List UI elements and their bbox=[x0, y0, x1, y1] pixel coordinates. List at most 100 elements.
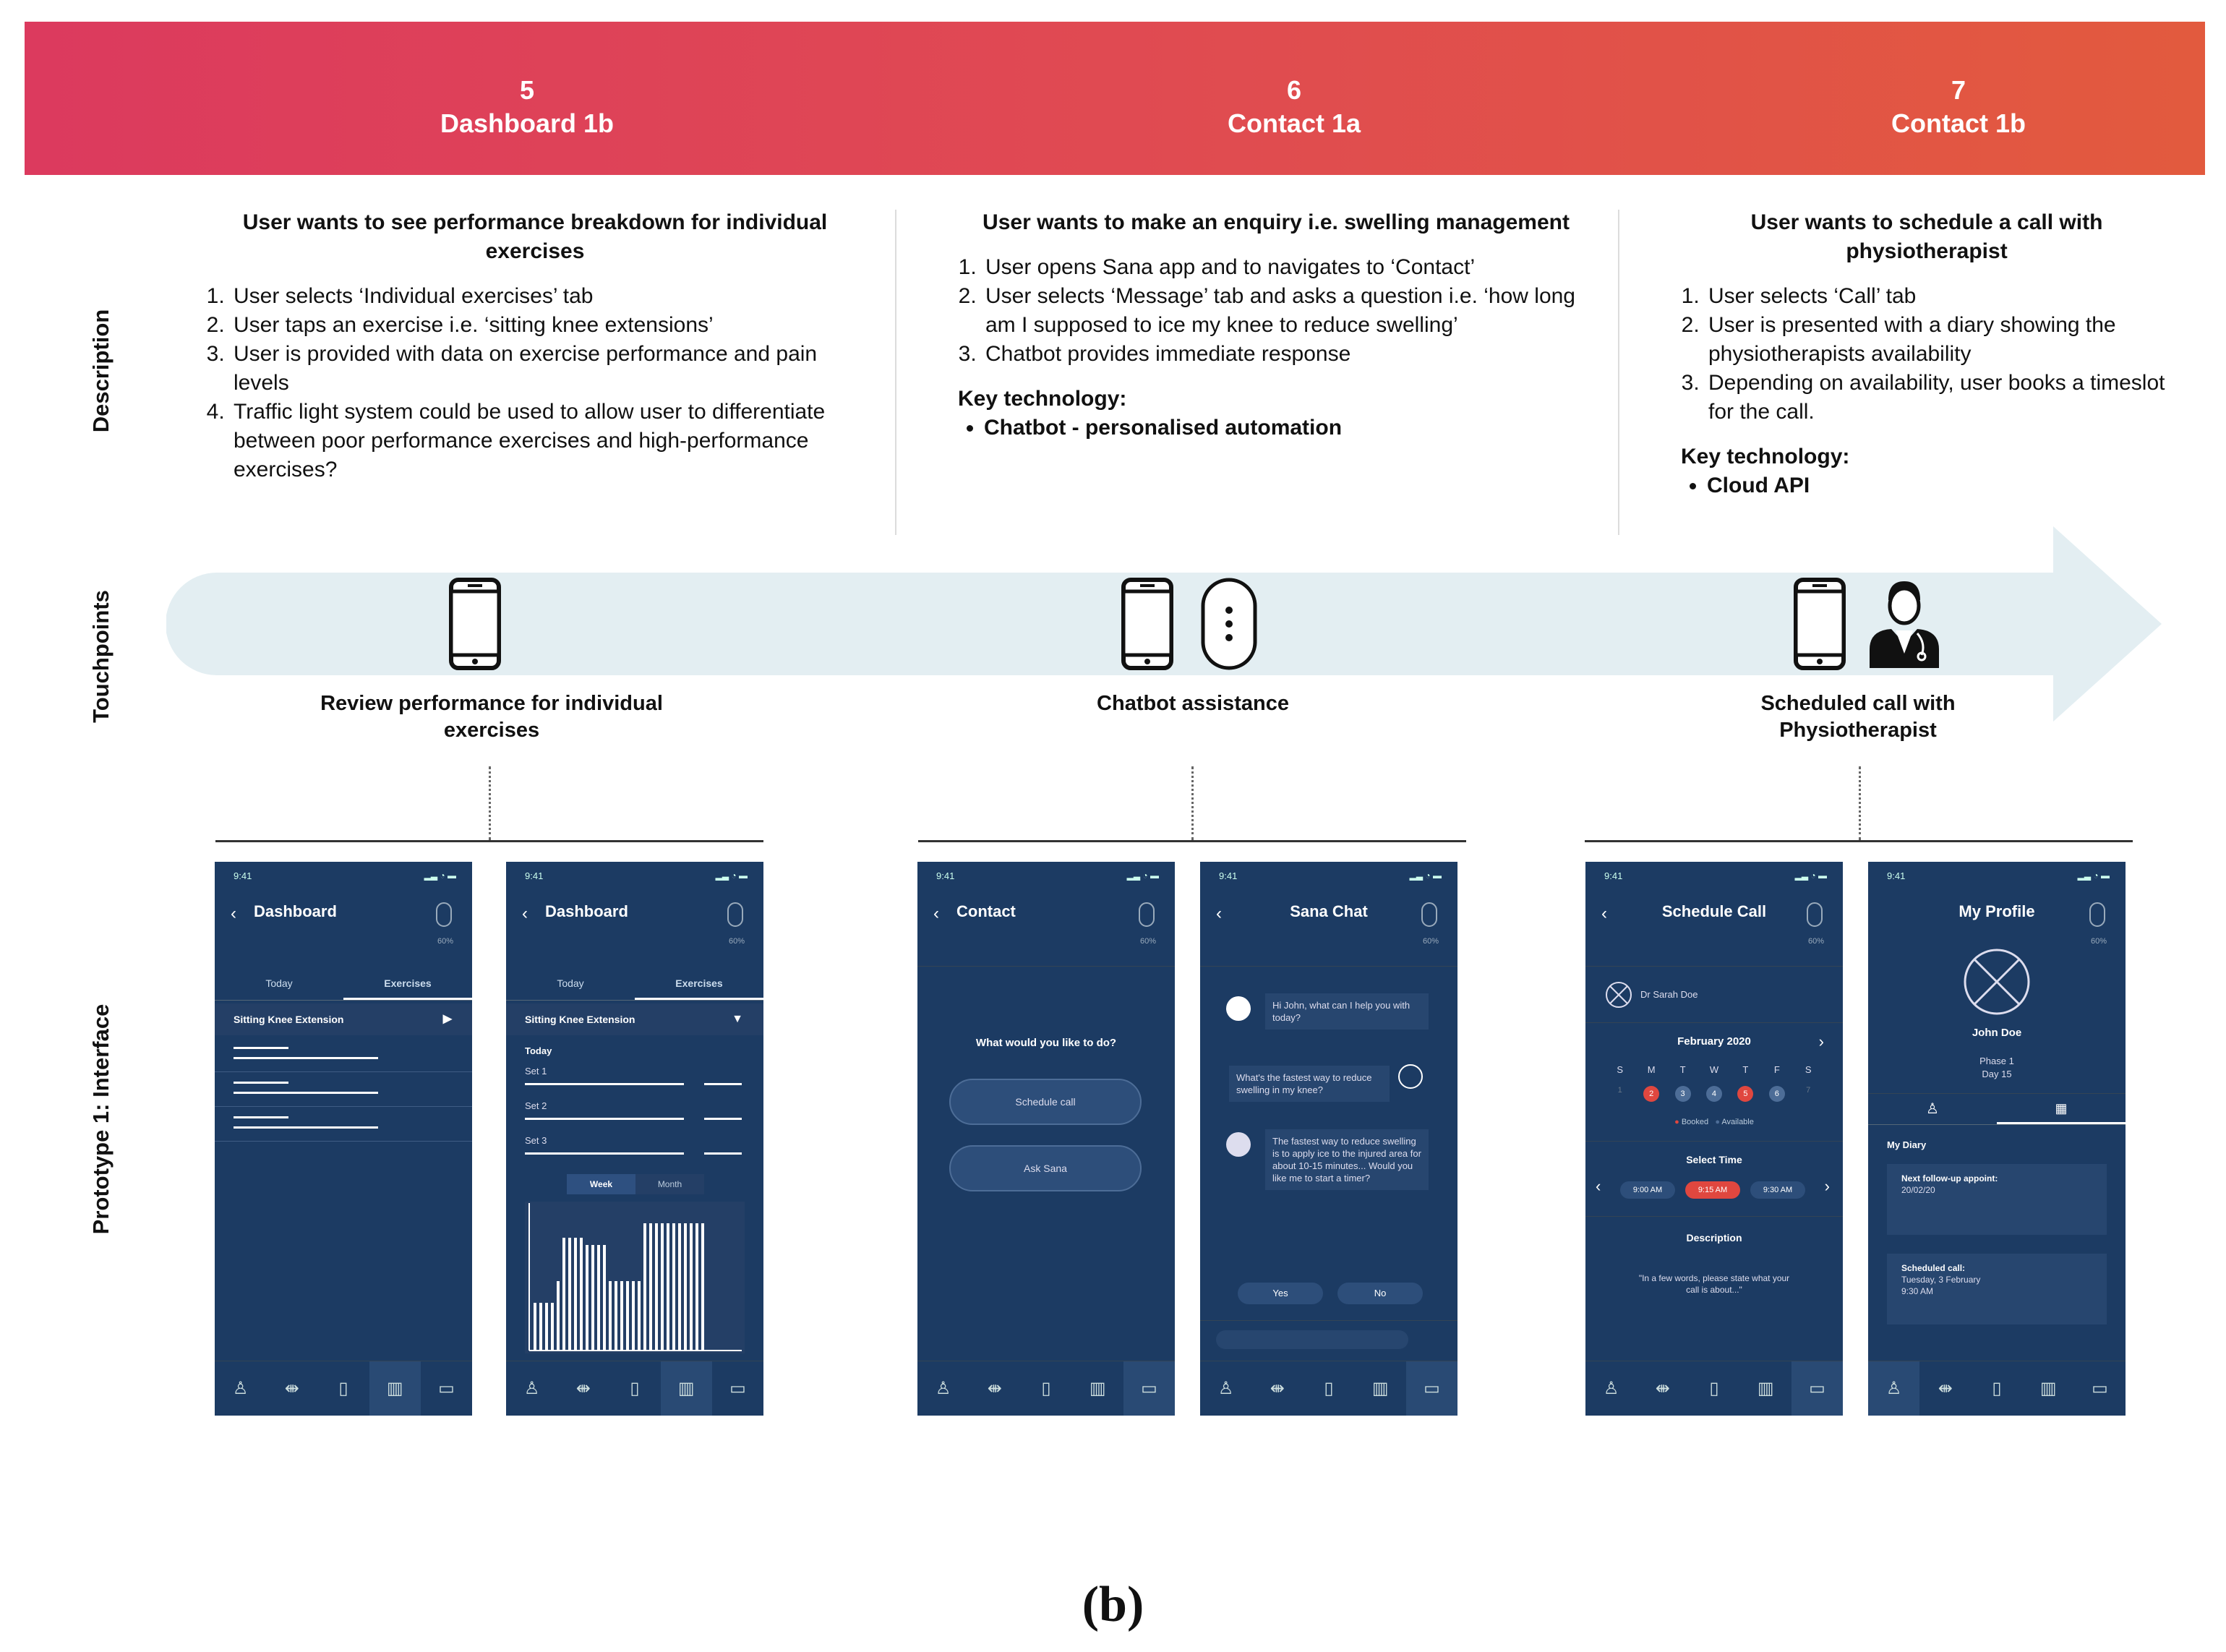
column-number: 5 bbox=[519, 75, 535, 105]
chat-icon[interactable]: ▭ bbox=[1123, 1361, 1175, 1416]
diary-label: My Diary bbox=[1887, 1139, 1927, 1150]
tab-exercises[interactable]: Exercises bbox=[343, 967, 472, 1000]
calendar-day-available[interactable]: 6 bbox=[1768, 1086, 1785, 1102]
connector-line bbox=[489, 766, 491, 840]
device-icon[interactable]: ▯ bbox=[1324, 1379, 1334, 1398]
description-dashboard-1b: User wants to see performance breakdown … bbox=[206, 208, 864, 484]
exercise-icon[interactable]: ⇼ bbox=[575, 1379, 591, 1398]
profile-icon[interactable]: ♙ bbox=[1217, 1379, 1234, 1398]
chat-message-user: What's the fastest way to reduce swellin… bbox=[1229, 1066, 1390, 1102]
person-tab-icon[interactable]: ♙ bbox=[1926, 1101, 1939, 1117]
toggle-month[interactable]: Month bbox=[657, 1179, 682, 1189]
status-time: 9:41 bbox=[234, 870, 252, 881]
chat-icon[interactable]: ▭ bbox=[729, 1379, 746, 1398]
calendar-tab-icon[interactable]: ▦ bbox=[1997, 1094, 2126, 1124]
phone-dashboard-detail: 9:41 ▂▃ ◔ ▬ ‹ Dashboard 60% Today Exerci… bbox=[506, 862, 763, 1416]
time-slot-selected[interactable]: 9:15 AM bbox=[1685, 1181, 1740, 1199]
chat-icon[interactable]: ▭ bbox=[2092, 1379, 2108, 1398]
tab-exercises[interactable]: Exercises bbox=[635, 967, 763, 1000]
next-time-icon[interactable]: › bbox=[1824, 1177, 1830, 1195]
device-icon[interactable]: ▯ bbox=[630, 1379, 640, 1398]
range-toggle: Week Month bbox=[567, 1174, 704, 1194]
next-month-icon[interactable]: › bbox=[1818, 1032, 1824, 1050]
list-line bbox=[234, 1082, 288, 1084]
exercise-icon[interactable]: ⇼ bbox=[987, 1379, 1002, 1398]
divider bbox=[215, 1106, 472, 1107]
calendar-day-booked[interactable]: 2 bbox=[1643, 1086, 1660, 1102]
back-icon[interactable]: ‹ bbox=[231, 904, 236, 923]
back-icon[interactable]: ‹ bbox=[933, 904, 939, 923]
profile-icon[interactable]: ♙ bbox=[935, 1379, 951, 1398]
profile-icon[interactable]: ♙ bbox=[232, 1379, 249, 1398]
scheduled-call-card[interactable]: Scheduled call: Tuesday, 3 February 9:30… bbox=[1887, 1254, 2107, 1324]
calendar-day[interactable]: 7 bbox=[1806, 1086, 1811, 1095]
column-number: 7 bbox=[1951, 75, 1966, 105]
exercise-selector[interactable]: Sitting Knee Extension ▼ bbox=[506, 1003, 763, 1035]
stats-icon[interactable]: ▥ bbox=[2039, 1379, 2057, 1398]
description-contact-1b: User wants to schedule a call with physi… bbox=[1681, 208, 2173, 500]
status-time: 9:41 bbox=[1604, 870, 1623, 881]
chat-icon[interactable]: ▭ bbox=[1405, 1361, 1457, 1416]
divider bbox=[215, 1071, 472, 1072]
back-icon[interactable]: ‹ bbox=[1601, 904, 1607, 923]
previous-time-icon[interactable]: ‹ bbox=[1596, 1177, 1601, 1195]
column-title: Contact 1a bbox=[1227, 108, 1361, 138]
key-technology-item: Cloud API bbox=[1707, 471, 2173, 500]
calendar-day-available[interactable]: 4 bbox=[1705, 1086, 1722, 1102]
exercise-icon[interactable]: ⇼ bbox=[1938, 1379, 1953, 1398]
stats-icon[interactable]: ▥ bbox=[1757, 1379, 1774, 1398]
exercise-icon[interactable]: ⇼ bbox=[284, 1379, 299, 1398]
device-icon[interactable]: ▯ bbox=[1041, 1379, 1051, 1398]
back-icon[interactable]: ‹ bbox=[522, 904, 528, 923]
device-icon[interactable]: ▯ bbox=[338, 1379, 348, 1398]
tab-today[interactable]: Today bbox=[265, 977, 293, 989]
next-appointment-label: Next follow-up appoint: bbox=[1901, 1173, 1998, 1184]
status-time: 9:41 bbox=[525, 870, 544, 881]
divider bbox=[1200, 1320, 1457, 1321]
device-icon[interactable]: ▯ bbox=[1992, 1379, 2002, 1398]
time-slot[interactable]: 9:00 AM bbox=[1620, 1181, 1675, 1199]
reply-yes-button[interactable]: Yes bbox=[1238, 1283, 1323, 1304]
scheduled-call-label: Scheduled call: bbox=[1901, 1263, 1966, 1273]
exercise-selector[interactable]: Sitting Knee Extension ▶ bbox=[215, 1003, 472, 1035]
reply-no-button[interactable]: No bbox=[1337, 1283, 1423, 1304]
set-label: Set 1 bbox=[525, 1066, 547, 1077]
profile-icon[interactable]: ♙ bbox=[523, 1379, 540, 1398]
exercise-icon[interactable]: ⇼ bbox=[1655, 1379, 1670, 1398]
stats-icon[interactable]: ▥ bbox=[1371, 1379, 1389, 1398]
booked-dot-icon: ● bbox=[1674, 1118, 1679, 1126]
chat-icon[interactable]: ▭ bbox=[1791, 1361, 1843, 1416]
stats-icon[interactable]: ▥ bbox=[369, 1361, 421, 1416]
device-icon[interactable]: ▯ bbox=[1709, 1379, 1719, 1398]
screen-title: Schedule Call bbox=[1661, 902, 1767, 920]
profile-icon[interactable]: ♙ bbox=[1868, 1361, 1920, 1416]
phone-sana-chat: 9:41 ▂▃ ◔ ▬ ‹ Sana Chat 60% Hi John, wha… bbox=[1200, 862, 1457, 1416]
chat-icon[interactable]: ▭ bbox=[438, 1379, 455, 1398]
stats-icon[interactable]: ▥ bbox=[1089, 1379, 1106, 1398]
calendar-day-available[interactable]: 3 bbox=[1674, 1086, 1691, 1102]
group-line bbox=[918, 840, 1466, 842]
calendar-day-booked[interactable]: 5 bbox=[1737, 1086, 1754, 1102]
description-title: User wants to schedule a call with physi… bbox=[1750, 210, 2103, 263]
schedule-call-button[interactable]: Schedule call bbox=[949, 1079, 1142, 1125]
message-input[interactable] bbox=[1216, 1330, 1408, 1349]
status-icons: ▂▃ ◔ ▬ bbox=[715, 870, 748, 881]
profile-icon[interactable]: ♙ bbox=[1603, 1379, 1619, 1398]
status-time: 9:41 bbox=[1887, 870, 1906, 881]
ask-sana-button[interactable]: Ask Sana bbox=[949, 1145, 1142, 1191]
toggle-week[interactable]: Week bbox=[567, 1174, 635, 1194]
screen-title: Dashboard bbox=[254, 902, 337, 920]
tab-today[interactable]: Today bbox=[557, 977, 584, 989]
exercise-icon[interactable]: ⇼ bbox=[1270, 1379, 1285, 1398]
connector-line bbox=[1859, 766, 1861, 840]
description-input[interactable]: "In a few words, please state what your … bbox=[1638, 1273, 1790, 1295]
column-divider bbox=[1618, 210, 1619, 535]
battery-percent: 60% bbox=[2090, 937, 2107, 946]
stats-icon[interactable]: ▥ bbox=[660, 1361, 712, 1416]
back-icon[interactable]: ‹ bbox=[1216, 904, 1222, 923]
profile-name: John Doe bbox=[1972, 1027, 2022, 1039]
time-slot[interactable]: 9:30 AM bbox=[1750, 1181, 1805, 1199]
status-icons: ▂▃ ◔ ▬ bbox=[1794, 870, 1827, 881]
calendar-day[interactable]: 1 bbox=[1617, 1086, 1622, 1095]
next-appointment-card[interactable]: Next follow-up appoint: 20/02/20 bbox=[1887, 1164, 2107, 1235]
